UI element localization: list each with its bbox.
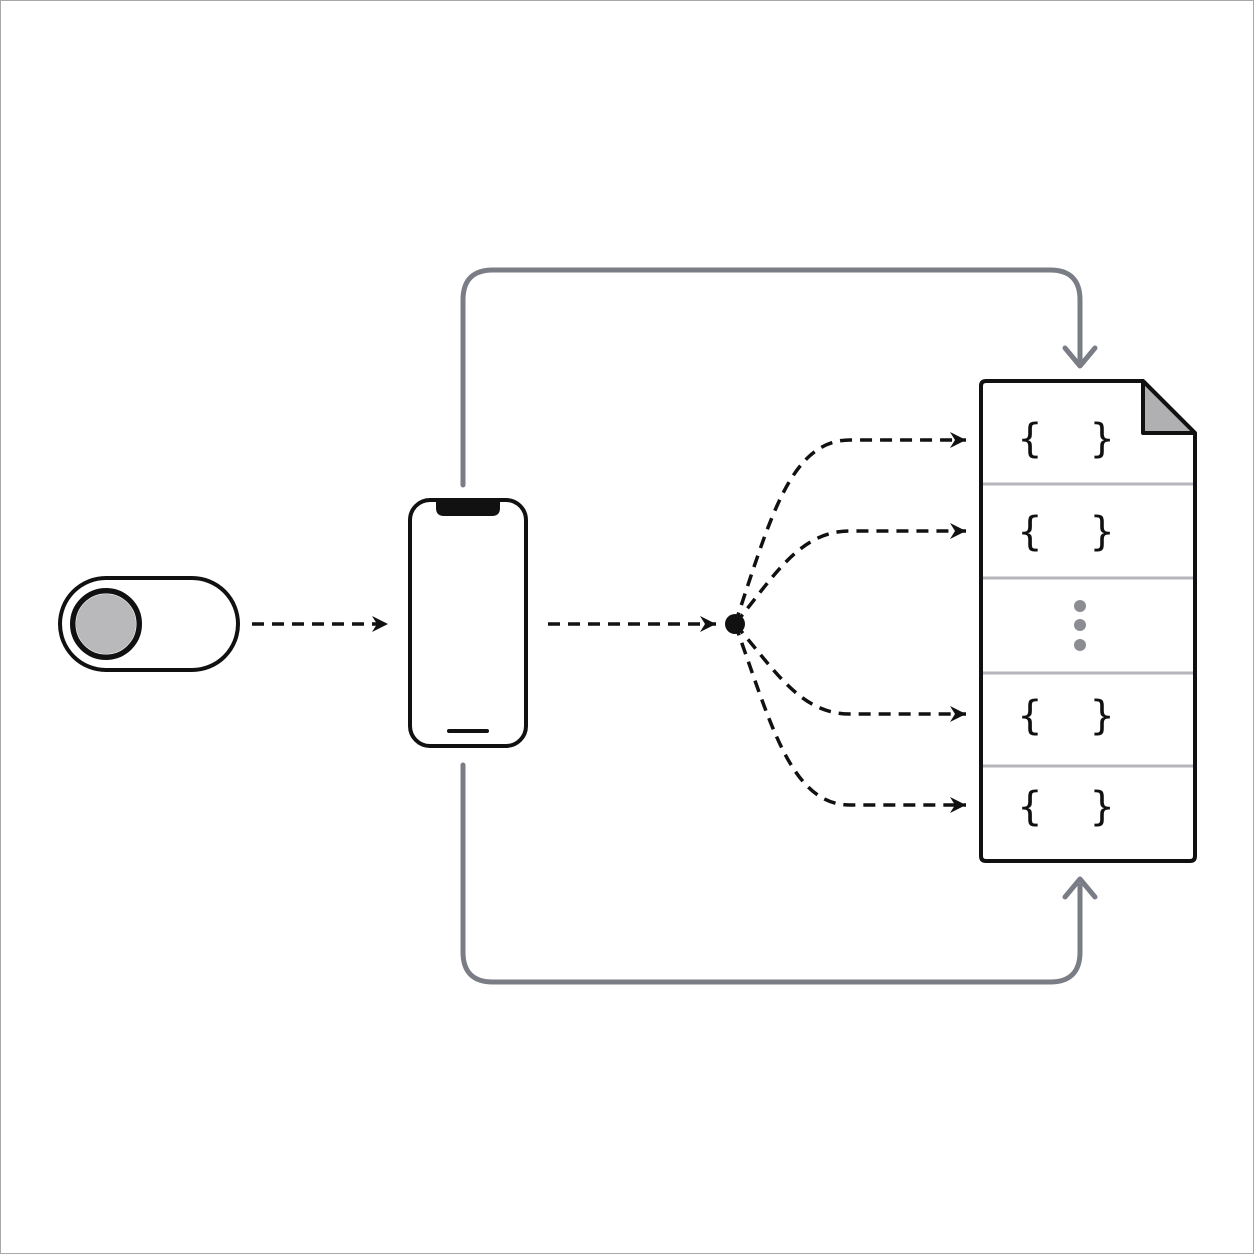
json-record-text: { } (1018, 693, 1114, 739)
arrowhead-up-icon (1062, 876, 1098, 900)
edge-junction-to-record-1 (733, 432, 966, 625)
record-dividers (983, 482, 1193, 768)
toggle-knob (76, 594, 136, 654)
phone-notch (436, 502, 500, 516)
toggle-switch-icon (58, 576, 240, 672)
loop-top-connector (460, 267, 1098, 488)
json-record-text: { } (1018, 509, 1114, 555)
json-record-text: { } (1018, 784, 1114, 830)
record-3: ⋮ (1074, 600, 1086, 651)
record-4: { } (1018, 693, 1114, 739)
record-1: { } (1018, 416, 1114, 462)
record-2: { } (1018, 509, 1114, 555)
vertical-ellipsis-icon (1074, 600, 1086, 651)
edge-junction-to-record-5 (733, 623, 966, 813)
edge-junction-to-record-4 (733, 622, 966, 722)
edge-junction-to-record-2 (733, 523, 966, 626)
json-record-text: { } (1018, 416, 1114, 462)
record-5: { } (1018, 784, 1114, 830)
loop-bottom-connector (460, 762, 1098, 985)
folded-corner (1141, 379, 1197, 435)
json-document-icon: { } { } ⋮ { } { } (979, 379, 1197, 863)
smartphone-icon (408, 498, 528, 748)
arrowhead-down-icon (1062, 345, 1098, 369)
